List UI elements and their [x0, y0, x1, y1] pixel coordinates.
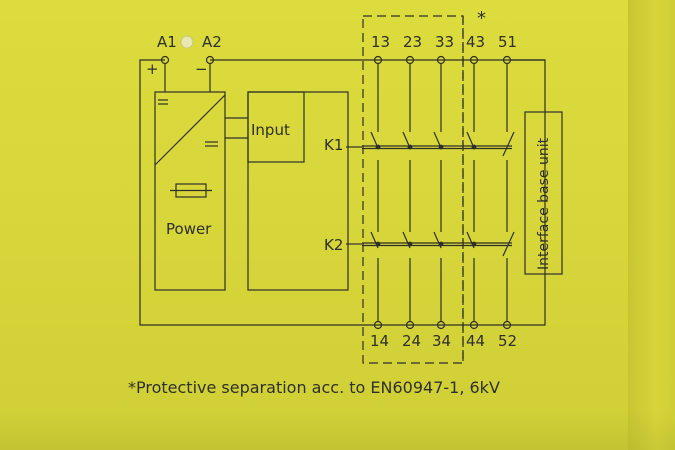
terminal-23: 23	[403, 33, 422, 51]
terminal-52-dot	[502, 320, 512, 330]
k1-pivot-3	[438, 144, 444, 150]
relay-k2-label: K2	[324, 236, 343, 254]
k2-nc-contact	[502, 231, 515, 257]
k2-pivot-3	[438, 241, 444, 247]
interface-base-unit-box	[524, 111, 563, 275]
housing-side-panel	[628, 0, 675, 450]
k1-pivot-1	[375, 144, 381, 150]
k1-pivot-2	[407, 144, 413, 150]
relay-k1-label: K1	[324, 136, 343, 154]
terminal-13-dot	[373, 55, 383, 65]
protective-separation-footnote: *Protective separation acc. to EN60947-1…	[128, 378, 500, 397]
terminal-23-dot	[405, 55, 415, 65]
minus-sign: −	[195, 60, 208, 78]
terminal-51: 51	[498, 33, 517, 51]
power-block	[154, 91, 226, 291]
terminal-43: 43	[466, 33, 485, 51]
converter-diagonal	[154, 94, 226, 166]
asterisk-mark: *	[477, 8, 486, 29]
k1-no-contacts	[370, 131, 475, 149]
terminal-14: 14	[370, 332, 389, 350]
terminal-a1-dot	[160, 55, 170, 65]
terminal-52: 52	[498, 332, 517, 350]
input-subbox	[247, 91, 305, 163]
k2-pivot-4	[471, 241, 477, 247]
terminal-33-dot	[436, 55, 446, 65]
plus-sign: +	[146, 60, 159, 78]
bottom-shadow	[0, 410, 675, 450]
contact-columns	[346, 55, 515, 330]
terminal-24: 24	[402, 332, 421, 350]
terminal-24-dot	[405, 320, 415, 330]
terminal-a2-dot	[205, 55, 215, 65]
terminal-a2: A2	[202, 33, 222, 51]
terminal-13: 13	[371, 33, 390, 51]
k1-nc-contact	[502, 131, 515, 157]
power-label: Power	[166, 220, 212, 238]
k2-no-contacts	[370, 231, 475, 249]
input-label: Input	[251, 121, 290, 139]
terminal-33: 33	[435, 33, 454, 51]
terminal-14-dot	[373, 320, 383, 330]
terminal-a1: A1	[157, 33, 177, 51]
k1-pivot-4	[471, 144, 477, 150]
screw-hole	[180, 35, 194, 49]
terminal-34-dot	[436, 320, 446, 330]
terminal-43-dot	[469, 55, 479, 65]
terminal-44-dot	[469, 320, 479, 330]
k2-pivot-2	[407, 241, 413, 247]
supply-frame	[139, 59, 546, 326]
terminal-44: 44	[466, 332, 485, 350]
terminal-51-dot	[502, 55, 512, 65]
k2-pivot-1	[375, 241, 381, 247]
terminal-34: 34	[432, 332, 451, 350]
interface-base-unit-label: Interface base unit	[536, 137, 552, 270]
